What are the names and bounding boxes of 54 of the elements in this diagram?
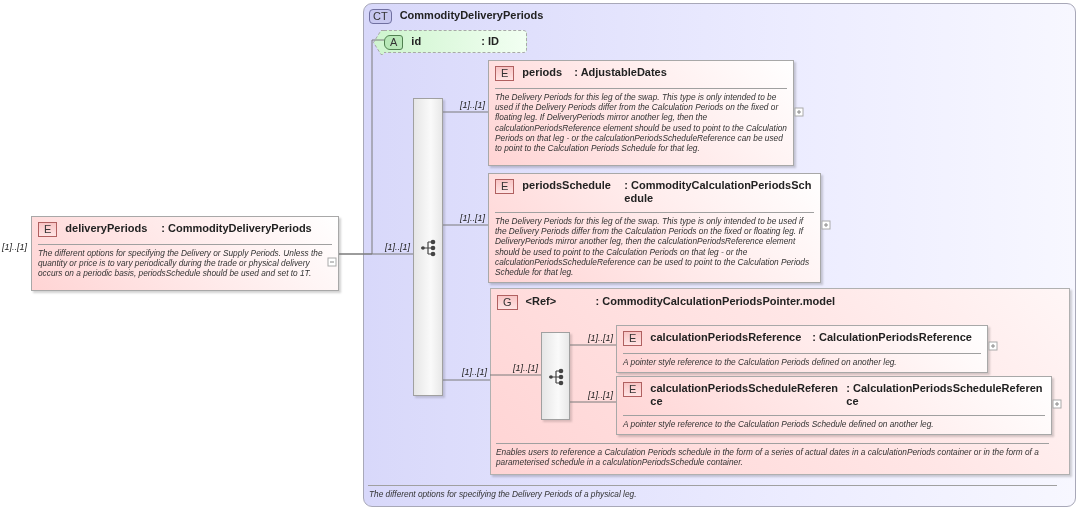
type-name: CommodityDeliveryPeriods	[399, 9, 545, 22]
element-name: deliveryPeriods	[65, 222, 149, 235]
documentation-text: A pointer style reference to the Calculation Periods Schedule defined on another leg.	[623, 419, 935, 430]
connector-line	[569, 401, 617, 403]
type-badge: E	[495, 66, 515, 81]
documentation-text: The Delivery Periods for this leg of the swap. This type is only intended to be used if the Delivery Periods differ from the Calculation Periods on the fixed or floating leg. If DeliveryPeriods mirror another leg, then the calculationPeriodsReference element should be used to point to the Calculation Periods on that leg - or the calculationPeriodsScheduleReference can be used to point to the Calculation Periods Schedule for that leg.	[495, 216, 811, 278]
element-box	[616, 325, 988, 374]
documentation-text: The Delivery Periods for this leg of the swap. This type is only intended to be used if the Delivery Periods differ from the Calculation Periods on the fixed or floating leg. If DeliveryPeriods mirror another leg, then the calculationPeriodsReference element should be used to point to the Calculation Periods on that leg - or the calculationPeriodsScheduleReference can be used to point to the Calculation Periods Schedule for that leg.	[495, 92, 787, 154]
element-name: periodsSchedule	[522, 179, 612, 192]
type-name: : ID	[481, 35, 500, 48]
element-name: calculationPeriodsScheduleReference	[650, 382, 839, 408]
connector-line	[569, 344, 617, 346]
type-badge: E	[623, 382, 643, 397]
type-badge: A	[384, 35, 404, 50]
type-badge: G	[497, 295, 518, 310]
element-box	[31, 216, 339, 291]
type-badge: E	[495, 179, 515, 194]
connector-line	[442, 111, 489, 113]
type-name: : AdjustableDates	[574, 66, 668, 79]
multiplicity-label: [1]..[1]	[588, 390, 613, 401]
element-box	[488, 60, 794, 166]
complex-type-panel	[363, 3, 1076, 507]
connector-line	[442, 224, 489, 226]
multiplicity-label: [1]..[1]	[462, 367, 487, 378]
sequence-box	[541, 332, 570, 420]
group-name: <Ref>	[525, 295, 558, 308]
type-badge: CT	[369, 9, 392, 24]
element-name: periods	[522, 66, 564, 79]
multiplicity-label: [1]..[1]	[460, 213, 485, 224]
element-box	[488, 173, 821, 284]
connector-line	[338, 253, 414, 255]
attribute-name: id	[411, 35, 423, 48]
documentation-text: The different options for specifying the Delivery or Supply Periods. Unless the quantity or price is to vary periodically during the trade or physical delivery occurs on a periodic basis, periodsSchedule should be used and set to 1T.	[38, 248, 324, 279]
documentation-text: Enables users to reference a Calculation Periods schedule in the form of a series of actual dates in a calculationPeriods container or in the form of a parameterised schedule in a calculationPeriodsSchedule container.	[496, 446, 1040, 467]
type-name: : CommodityDeliveryPeriods	[161, 222, 313, 235]
connector-line	[489, 374, 542, 376]
sequence-box	[413, 98, 443, 396]
multiplicity-label: [1]..[1]	[385, 242, 410, 253]
element-box	[616, 376, 1052, 436]
connector-line	[442, 379, 491, 381]
documentation-text: A pointer style reference to the Calculation Periods defined on another leg.	[623, 357, 898, 368]
type-name: : CommodityCalculationPeriodsSchedule	[624, 179, 813, 205]
element-name: calculationPeriodsReference	[650, 331, 803, 344]
multiplicity-label: [1]..[1]	[2, 242, 27, 253]
type-name: : CommodityCalculationPeriodsPointer.model	[595, 295, 837, 308]
type-badge: E	[623, 331, 643, 346]
type-name: : CalculationPeriodsScheduleReference	[846, 382, 1044, 408]
multiplicity-label: [1]..[1]	[513, 363, 538, 374]
multiplicity-label: [1]..[1]	[588, 333, 613, 344]
type-badge: E	[38, 222, 58, 237]
group-box	[490, 288, 1070, 475]
type-name: : CalculationPeriodsReference	[812, 331, 973, 344]
documentation-text: The different options for specifying the Delivery Periods of a physical leg.	[369, 488, 637, 499]
multiplicity-label: [1]..[1]	[460, 100, 485, 111]
